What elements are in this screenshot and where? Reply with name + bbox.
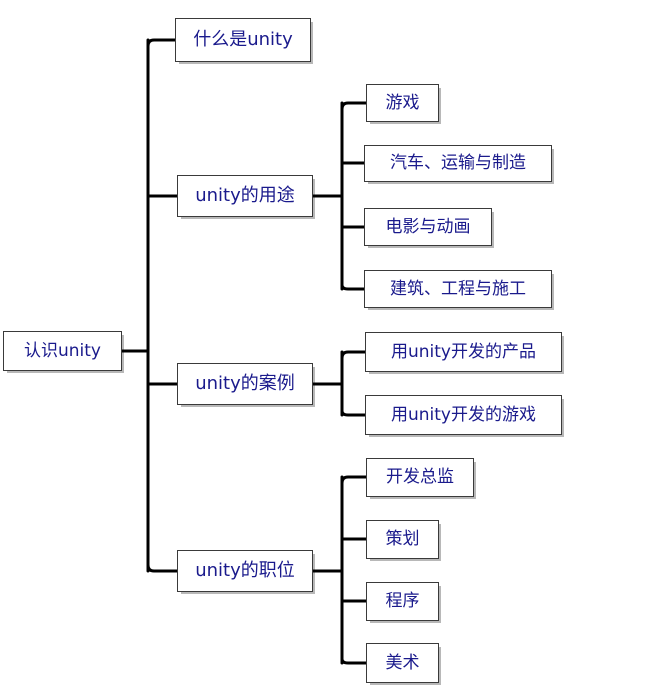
mindmap-node-architecture-engineering-construction[interactable]: 建筑、工程与施工 <box>364 270 552 308</box>
connector-to-dev-director <box>340 475 368 489</box>
node-label-products-built-with-unity: 用unity开发的产品 <box>391 341 536 362</box>
node-label-unity-cases: unity的案例 <box>195 373 295 394</box>
node-label-planner: 策划 <box>385 529 420 549</box>
node-label-film-animation: 电影与动画 <box>385 216 471 237</box>
connector-to-products <box>340 350 367 364</box>
connector-to-positions <box>146 557 179 573</box>
node-label-root: 认识unity <box>24 340 101 361</box>
mindmap-node-games[interactable]: 游戏 <box>366 84 439 122</box>
node-label-unity-positions: unity的职位 <box>195 560 295 581</box>
mindmap-node-programmer[interactable]: 程序 <box>366 582 439 621</box>
mindmap-node-film-animation[interactable]: 电影与动画 <box>364 208 492 246</box>
connector-to-artist <box>340 651 368 665</box>
node-label-automotive-transport-manufacturing: 汽车、运输与制造 <box>390 153 526 173</box>
node-label-games-built-with-unity: 用unity开发的游戏 <box>391 404 536 425</box>
mindmap-node-root[interactable]: 认识unity <box>3 331 122 371</box>
node-label-programmer: 程序 <box>385 591 420 611</box>
mindmap-node-development-director[interactable]: 开发总监 <box>366 458 474 497</box>
mindmap-node-artist[interactable]: 美术 <box>366 643 439 683</box>
mindmap-node-what-is-unity[interactable]: 什么是unity <box>175 18 311 62</box>
node-label-architecture-engineering-construction: 建筑、工程与施工 <box>390 278 526 299</box>
node-label-games: 游戏 <box>385 92 420 113</box>
mindmap-node-unity-usage[interactable]: unity的用途 <box>177 175 313 217</box>
connector-to-case-games <box>340 403 367 417</box>
connector-to-what-is-unity <box>146 38 177 54</box>
node-label-artist: 美术 <box>385 652 420 673</box>
node-label-unity-usage: unity的用途 <box>195 185 295 206</box>
mindmap-node-automotive-transport-manufacturing[interactable]: 汽车、运输与制造 <box>364 145 552 182</box>
node-label-what-is-unity: 什么是unity <box>193 29 293 50</box>
mindmap-node-unity-positions[interactable]: unity的职位 <box>177 550 313 592</box>
connector-to-architecture <box>340 277 366 291</box>
mindmap-node-games-built-with-unity[interactable]: 用unity开发的游戏 <box>365 395 562 435</box>
mindmap-node-unity-cases[interactable]: unity的案例 <box>177 363 313 405</box>
mindmap-node-planner[interactable]: 策划 <box>366 520 439 559</box>
connector-to-games <box>340 101 368 115</box>
mindmap-node-products-built-with-unity[interactable]: 用unity开发的产品 <box>365 332 562 372</box>
node-label-development-director: 开发总监 <box>386 467 454 487</box>
